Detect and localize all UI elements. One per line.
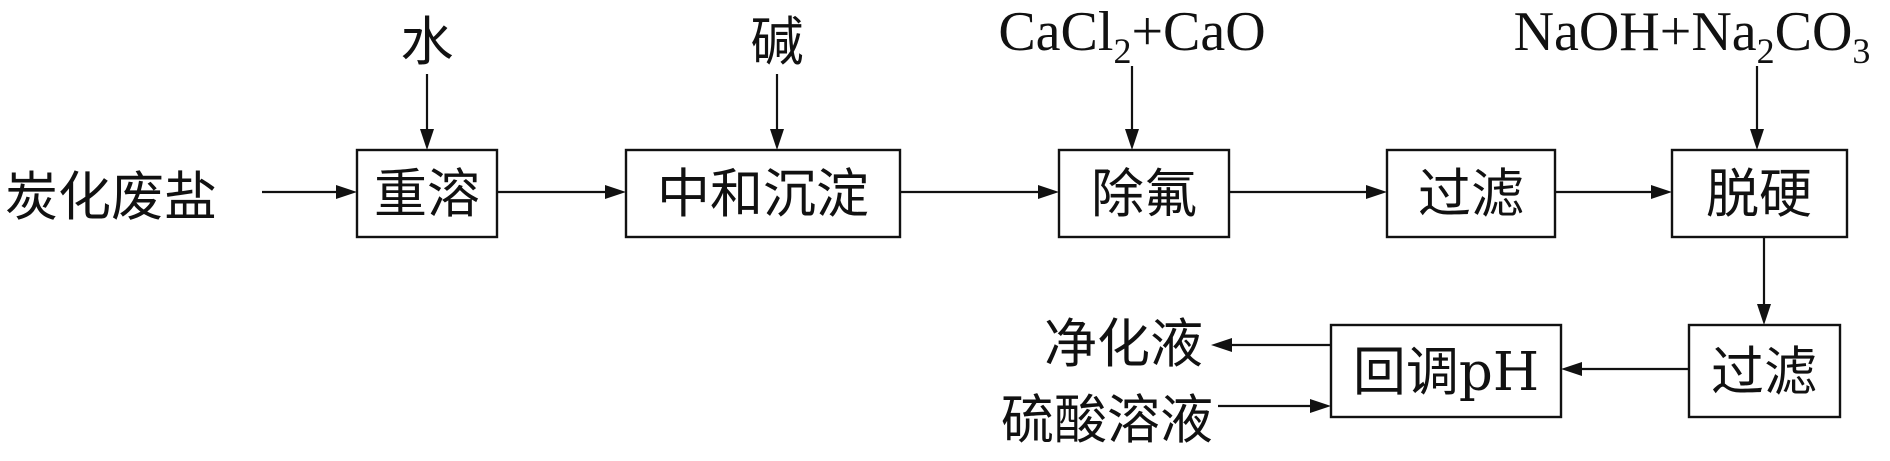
arrow-neutralize-to-defluorinate [900,185,1059,199]
reagent-cao-part: +CaO [1131,1,1265,63]
step-label-redissolve: 重溶 [374,164,480,225]
arrow-alkali-to-neutralize [770,74,784,150]
input-label-carbonized-waste-salt: 炭化废盐 [5,167,217,228]
arrow-soften-to-filter-2 [1757,237,1771,325]
step-box-neutralize [624,148,902,239]
arrow-filter-1-to-soften [1555,185,1672,199]
arrow-filter-2-to-adjust-ph [1561,362,1689,376]
arrow-cacl2-cao-to-defluorinate [1125,66,1139,150]
reagent-label-alkali: 碱 [751,12,804,73]
arrow-naoh-na2co3-to-soften [1750,66,1764,150]
arrow-sulfuric-to-adjust-ph [1218,399,1331,413]
arrow-redissolve-to-neutralize [497,185,626,199]
reagent-label-water: 水 [401,12,454,73]
step-label-soften: 脱硬 [1706,164,1812,225]
reagent-co3-subscript: 3 [1852,31,1870,71]
step-label-adjust-ph: 回调pH [1353,342,1539,403]
step-box-soften [1670,148,1849,239]
step-box-filter-2 [1687,323,1842,419]
reagent-cacl2-subscript: 2 [1113,31,1131,71]
step-box-adjust-ph [1329,323,1563,419]
step-box-defluorinate [1057,148,1231,239]
step-box-redissolve [355,148,499,239]
arrow-input-to-redissolve [262,185,357,199]
arrow-defluorinate-to-filter-1 [1229,185,1387,199]
arrow-water-to-redissolve [420,74,434,150]
input-label-sulfuric-acid: 硫酸溶液 [1001,390,1213,451]
step-label-filter-2: 过滤 [1711,342,1817,403]
reagent-label-cacl2-cao: CaCl2+CaO [998,1,1265,71]
step-label-neutralize: 中和沉淀 [657,164,869,225]
arrow-adjust-ph-to-output [1211,338,1331,352]
output-label-purified-liquid: 净化液 [1044,314,1203,375]
reagent-cacl2-part: CaCl [998,1,1113,63]
reagent-na2-subscript: 2 [1757,31,1775,71]
reagent-co-part: CO [1775,1,1853,63]
reagent-label-naoh-na2co3: NaOH+Na2CO3 [1514,1,1871,71]
reagent-naoh-na-part: NaOH+Na [1514,1,1757,63]
step-label-defluorinate: 除氟 [1091,164,1197,225]
step-label-filter-1: 过滤 [1418,164,1524,225]
step-box-filter-1 [1385,148,1557,239]
